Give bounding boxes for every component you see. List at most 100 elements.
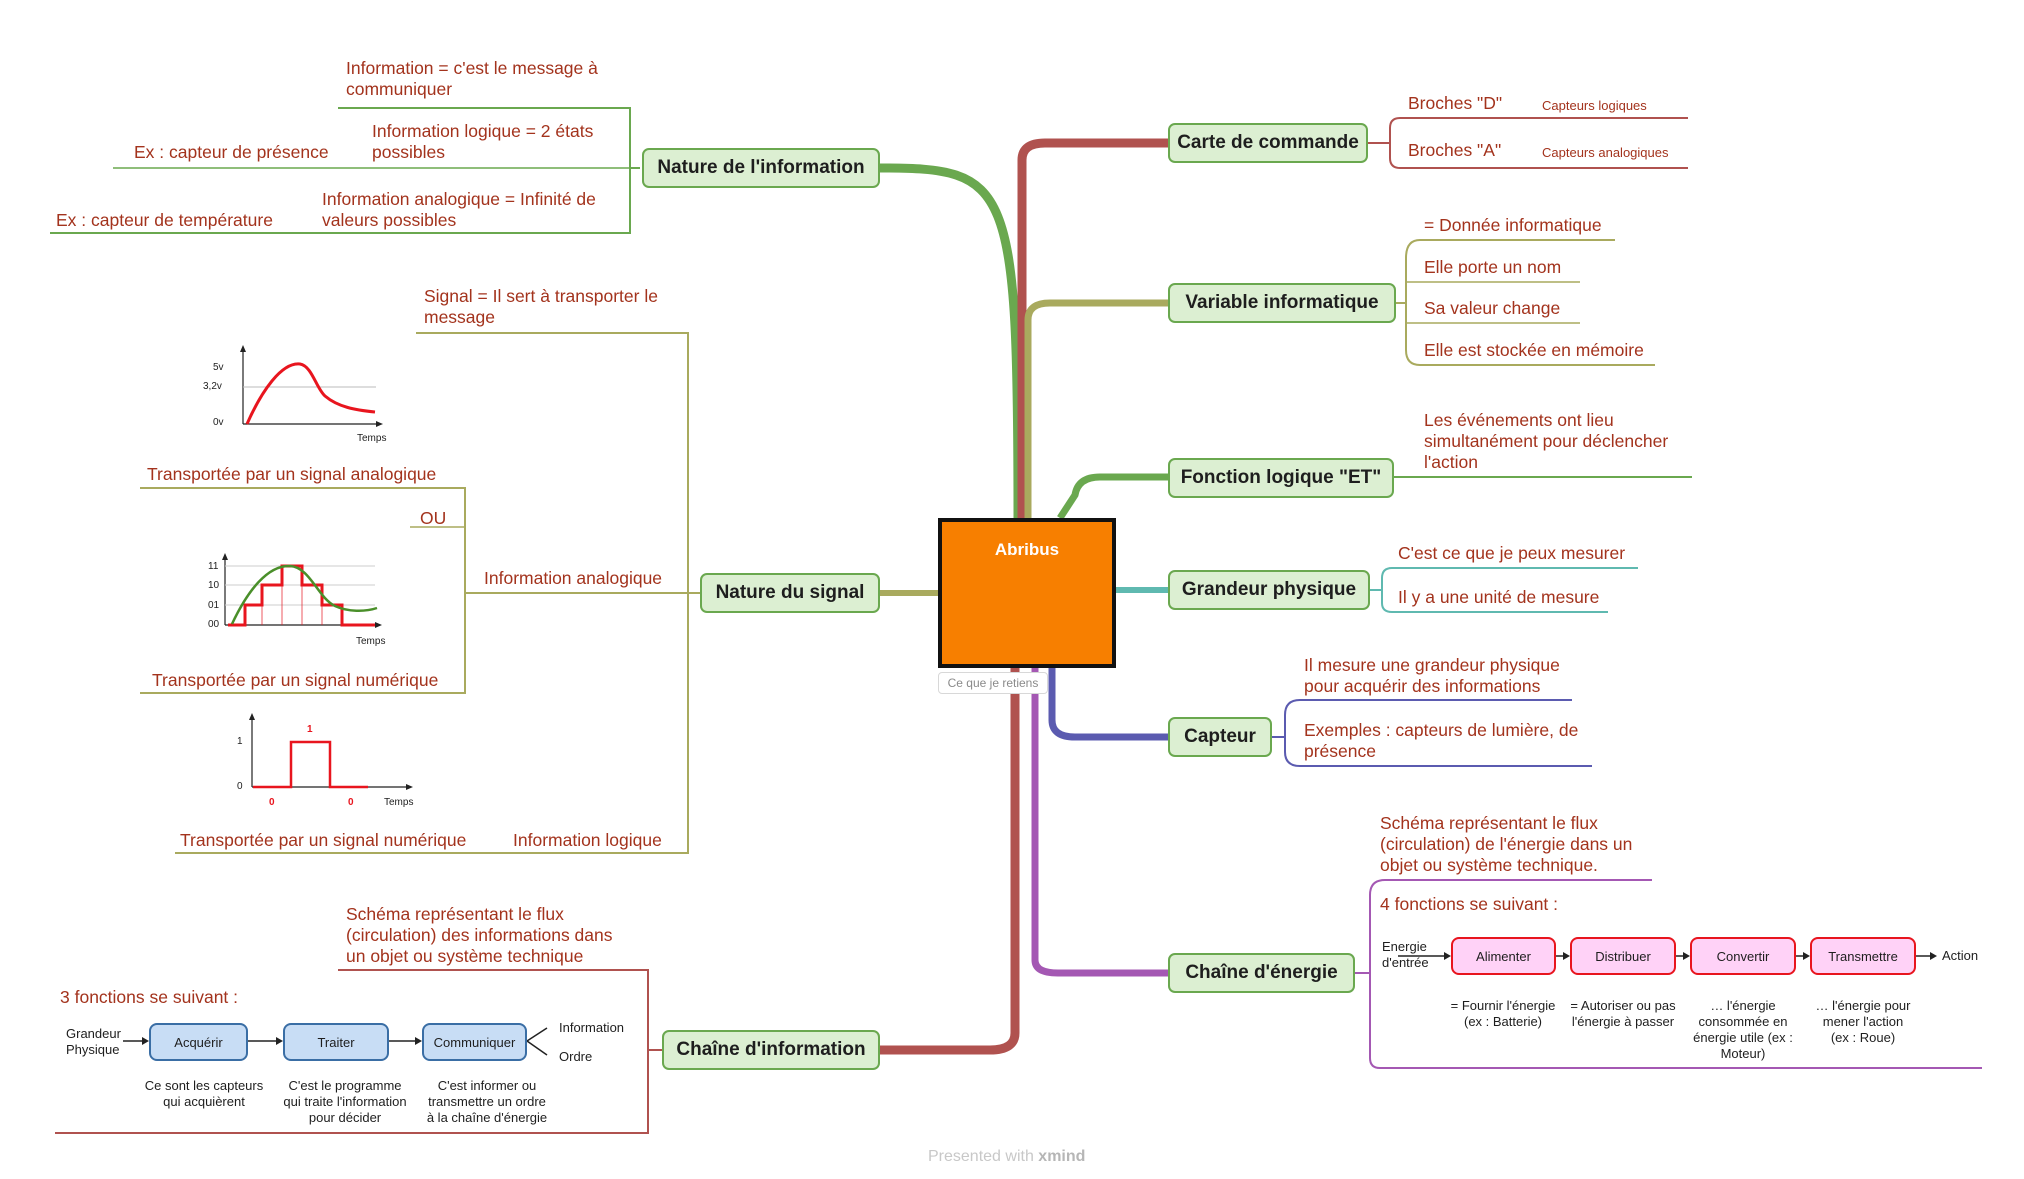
signal-def-line: Signal = Il sert à transporter le <box>424 286 658 306</box>
info-note: C'est informer ou transmettre un ordre à… <box>412 1078 562 1126</box>
topic-variable-informatique[interactable]: Variable informatique <box>1168 283 1396 323</box>
variable-item: Elle est stockée en mémoire <box>1424 340 1644 360</box>
ou-label: OU <box>420 508 447 528</box>
chaine-info-input-line: Physique <box>66 1042 120 1057</box>
note-line: Moteur) <box>1720 1046 1766 1061</box>
numeric-tick: 10 <box>208 580 220 591</box>
energie-note: = Fournir l'énergie (ex : Batterie) <box>1438 998 1568 1030</box>
logic-tick: 0 <box>237 781 243 792</box>
energie-desc-line: objet ou système technique. <box>1380 855 1598 875</box>
energie-note: … l'énergie consommée en énergie utile (… <box>1678 998 1808 1062</box>
info-note: Ce sont les capteurs qui acquièrent <box>134 1078 274 1110</box>
broche-a-label: Broches "A" <box>1408 140 1502 160</box>
topic-chaine-energie[interactable]: Chaîne d'énergie <box>1168 953 1355 993</box>
note-line: (ex : Batterie) <box>1463 1014 1543 1029</box>
analog-tick: 5v <box>213 362 224 373</box>
note-line: … l'énergie pour <box>1815 998 1911 1013</box>
energie-desc-line: (circulation) de l'énergie dans un <box>1380 834 1633 854</box>
chaine-info-desc-line: (circulation) des informations dans <box>346 925 613 945</box>
note-line: = Fournir l'énergie <box>1450 998 1556 1013</box>
broche-d-label: Broches "D" <box>1408 93 1503 113</box>
xmind-logo[interactable]: xmind <box>1038 1148 1086 1165</box>
signal-numerique-label: Transportée par un signal numérique <box>152 670 439 690</box>
logic-low-label: 0 <box>269 797 275 808</box>
note-line: C'est le programme <box>288 1078 402 1093</box>
grandeur-item: C'est ce que je peux mesurer <box>1398 543 1626 563</box>
chaine-info-input-line: Grandeur <box>66 1026 121 1041</box>
energie-desc-line: Schéma représentant le flux <box>1380 813 1598 833</box>
energie-box-convertir: Convertir <box>1690 937 1796 975</box>
fonction-et-line: simultanément pour déclencher <box>1424 431 1669 451</box>
energie-note: … l'énergie pour mener l'action (ex : Ro… <box>1798 998 1928 1046</box>
info-def-line: communiquer <box>346 79 453 99</box>
capteur-def-line: Il mesure une grandeur physique <box>1304 655 1560 675</box>
note-line: transmettre un ordre <box>428 1094 546 1109</box>
fonction-et-line: Les événements ont lieu <box>1424 410 1614 430</box>
central-topic[interactable]: Abribus <box>938 518 1116 668</box>
analog-tick: 0v <box>213 417 224 428</box>
chaine-info-desc-line: un objet ou système technique <box>346 946 584 966</box>
note-line: … l'énergie <box>1710 998 1776 1013</box>
numeric-tick: 11 <box>208 561 219 572</box>
info-box-communiquer: Communiquer <box>422 1023 527 1061</box>
note-line: (ex : Roue) <box>1830 1030 1896 1045</box>
topic-carte-de-commande[interactable]: Carte de commande <box>1168 123 1368 163</box>
signal-numerique-label: Transportée par un signal numérique <box>180 830 467 850</box>
signal-def-line: message <box>424 307 496 327</box>
energie-box-transmettre: Transmettre <box>1810 937 1916 975</box>
analog-xlabel: Temps <box>357 433 387 444</box>
note-line: énergie utile (ex : <box>1693 1030 1793 1045</box>
numeric-tick: 01 <box>208 600 220 611</box>
fonction-et-line: l'action <box>1424 452 1478 472</box>
topic-capteur[interactable]: Capteur <box>1168 717 1272 757</box>
chaine-info-output: Ordre <box>559 1049 593 1064</box>
capteur-example-line: Exemples : capteurs de lumière, de <box>1304 720 1579 740</box>
capteurs-analogiques-label: Capteurs analogiques <box>1542 145 1669 160</box>
info-analogique-line: valeurs possibles <box>322 210 457 230</box>
chaine-info-desc-line: Schéma représentant le flux <box>346 904 564 924</box>
energie-box-alimenter: Alimenter <box>1451 937 1556 975</box>
central-tag: Ce que je retiens <box>938 672 1048 694</box>
numeric-xlabel: Temps <box>356 636 386 647</box>
note-line: qui traite l'information <box>283 1094 407 1109</box>
energie-input-line: Energie <box>1382 939 1427 954</box>
footer-presented-with: Presented with xmind <box>928 1148 1085 1166</box>
note-line: l'énergie à passer <box>1571 1014 1675 1029</box>
grandeur-item: Il y a une unité de mesure <box>1398 587 1600 607</box>
info-box-acquerir: Acquérir <box>149 1023 248 1061</box>
energie-input-line: d'entrée <box>1382 955 1429 970</box>
analog-tick: 3,2v <box>203 381 222 392</box>
topic-nature-information[interactable]: Nature de l'information <box>642 148 880 188</box>
note-line: qui acquièrent <box>163 1094 245 1109</box>
logic-tick: 1 <box>237 736 243 747</box>
topic-grandeur-physique[interactable]: Grandeur physique <box>1168 570 1370 610</box>
logic-xlabel: Temps <box>384 797 414 808</box>
logic-high-label: 1 <box>307 724 313 735</box>
ex-temperature: Ex : capteur de température <box>56 210 273 230</box>
variable-item: Elle porte un nom <box>1424 257 1562 277</box>
info-analogique-label: Information analogique <box>484 568 663 588</box>
chaine-info-output: Information <box>559 1020 625 1035</box>
topic-nature-signal[interactable]: Nature du signal <box>700 573 880 613</box>
topic-fonction-logique-et[interactable]: Fonction logique "ET" <box>1168 458 1394 498</box>
variable-item: Sa valeur change <box>1424 298 1561 318</box>
capteurs-logiques-label: Capteurs logiques <box>1542 98 1647 113</box>
numeric-tick: 00 <box>208 619 220 630</box>
ex-presence: Ex : capteur de présence <box>134 142 329 162</box>
note-line: consommée en <box>1698 1014 1788 1029</box>
note-line: = Autoriser ou pas <box>1570 998 1676 1013</box>
info-def-line: Information = c'est le message à <box>346 58 598 78</box>
topic-chaine-information[interactable]: Chaîne d'information <box>662 1030 880 1070</box>
energie-fonctions-label: 4 fonctions se suivant : <box>1380 894 1559 914</box>
energie-box-distribuer: Distribuer <box>1570 937 1676 975</box>
note-line: à la chaîne d'énergie <box>426 1110 548 1125</box>
capteur-example-line: présence <box>1304 741 1376 761</box>
info-logique-line: Information logique = 2 états <box>372 121 594 141</box>
capteur-def-line: pour acquérir des informations <box>1304 676 1541 696</box>
chaine-info-fonctions-label: 3 fonctions se suivant : <box>60 987 239 1007</box>
note-line: Ce sont les capteurs <box>144 1078 264 1093</box>
note-line: mener l'action <box>1822 1014 1904 1029</box>
variable-item: = Donnée informatique <box>1424 215 1602 235</box>
central-title: Abribus <box>994 540 1060 559</box>
